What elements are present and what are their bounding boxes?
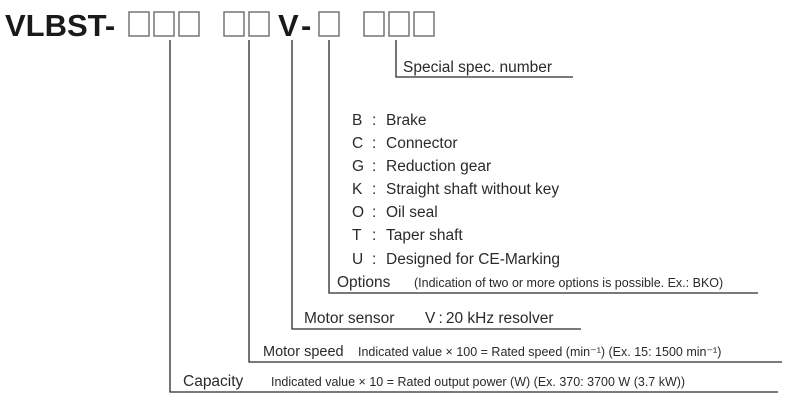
option-text: Connector — [386, 135, 458, 152]
motor-sensor-leader — [291, 40, 581, 330]
code-box — [153, 11, 175, 37]
model-prefix: VLBST- — [5, 8, 115, 43]
option-text: Oil seal — [386, 204, 438, 221]
options-leader — [328, 40, 758, 294]
capacity-note: Indicated value × 10 = Rated output powe… — [271, 375, 685, 389]
capacity-leader — [169, 40, 778, 393]
motor-speed-leader — [248, 40, 782, 363]
option-item: B : Brake — [352, 112, 427, 129]
option-item: C : Connector — [352, 135, 458, 152]
motor-speed-label: Motor speed — [263, 344, 344, 360]
motor-speed-note: Indicated value × 100 = Rated speed (min… — [358, 345, 721, 359]
option-code: G — [352, 158, 364, 175]
option-text: Taper shaft — [386, 227, 463, 244]
option-text: Designed for CE-Marking — [386, 251, 560, 268]
motor-sensor-code: V — [278, 8, 299, 43]
option-item: G : Reduction gear — [352, 158, 491, 175]
option-separator: : — [372, 181, 376, 198]
option-code: U — [352, 251, 363, 268]
option-code: T — [352, 227, 362, 244]
special-spec-label: Special spec. number — [403, 59, 552, 76]
model-dash: - — [301, 8, 311, 43]
option-text: Reduction gear — [386, 158, 491, 175]
option-separator: : — [372, 112, 376, 129]
special-spec-code-boxes — [363, 11, 435, 37]
motor-sensor-label: Motor sensor — [304, 310, 394, 327]
option-separator: : — [372, 251, 376, 268]
code-box — [388, 11, 410, 37]
options-code-box — [318, 11, 340, 37]
option-separator: : — [372, 227, 376, 244]
code-box — [413, 11, 435, 37]
code-box — [363, 11, 385, 37]
code-box — [178, 11, 200, 37]
options-note: (Indication of two or more options is po… — [414, 276, 723, 290]
option-item: K : Straight shaft without key — [352, 181, 559, 198]
option-separator: : — [372, 158, 376, 175]
option-item: U : Designed for CE-Marking — [352, 251, 560, 268]
option-code: B — [352, 112, 362, 129]
special-spec-leader — [395, 40, 573, 78]
capacity-label: Capacity — [183, 373, 244, 390]
options-label: Options — [337, 274, 391, 291]
speed-code-boxes — [223, 11, 270, 37]
option-text: Straight shaft without key — [386, 181, 559, 198]
option-item: O : Oil seal — [352, 204, 438, 221]
code-box — [248, 11, 270, 37]
code-box — [128, 11, 150, 37]
motor-sensor-value: V : 20 kHz resolver — [425, 310, 554, 327]
option-separator: : — [372, 135, 376, 152]
capacity-code-boxes — [128, 11, 200, 37]
options-list: B : Brake C : Connector G : Reduction ge… — [352, 112, 560, 268]
option-code: K — [352, 181, 363, 198]
option-code: C — [352, 135, 363, 152]
option-item: T : Taper shaft — [352, 227, 463, 244]
option-text: Brake — [386, 112, 427, 129]
code-box — [223, 11, 245, 37]
option-separator: : — [372, 204, 376, 221]
option-code: O — [352, 204, 364, 221]
